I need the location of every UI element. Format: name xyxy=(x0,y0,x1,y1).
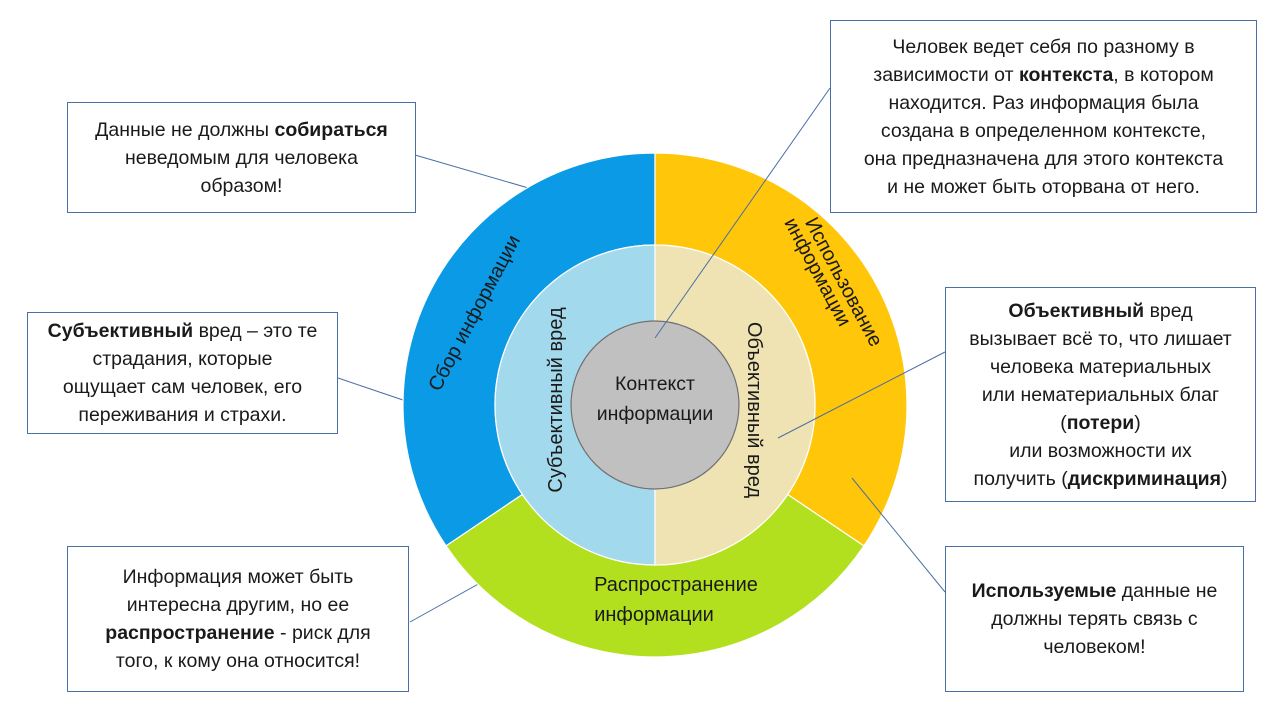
callout-distribution-text-3: - риск для xyxy=(274,622,371,644)
callout-distribution-text-1: Информация может быть xyxy=(122,566,354,588)
callout-context-text-6: и не может быть оторвана от него. xyxy=(887,175,1200,198)
callout-objective-emphasis-1: Объективный xyxy=(1008,299,1145,322)
callout-context-text-4: создана в определенном контексте, xyxy=(880,119,1207,142)
callout-objective-text-3: человека материальных xyxy=(989,355,1212,378)
callout-context-text-5: она предназначена для этого контекста xyxy=(863,147,1224,170)
outer-label-distribution-line2: информации xyxy=(594,604,714,626)
callout-usage-emphasis: Используемые xyxy=(971,580,1117,602)
callout-context-text-2a: зависимости от xyxy=(873,63,1019,86)
callout-objective-text-1: вред xyxy=(1144,299,1193,322)
callout-collection-text-2: неведомым для человека xyxy=(125,146,358,169)
inner-label-objective: Объективный вред xyxy=(743,322,765,498)
center-label-line1: Контекст xyxy=(615,373,695,395)
callout-objective-text-5c: ) xyxy=(1134,411,1141,434)
callout-context-text-3: находится. Раз информация была xyxy=(888,91,1199,114)
connector-lines-overlay xyxy=(654,87,946,593)
callout-usage-text-2: должны терять связь с xyxy=(991,608,1198,630)
callout-distribution: Информация может быть интересна другим, … xyxy=(67,546,409,692)
callout-subjective-text-4: переживания и страхи. xyxy=(78,404,287,426)
connector-usage xyxy=(851,477,946,593)
callout-usage-text-3: человеком! xyxy=(1043,636,1146,658)
callout-context-emphasis: контекста xyxy=(1018,63,1114,86)
callout-collection: Данные не должны собираться неведомым дл… xyxy=(67,102,416,213)
callout-subjective-emphasis: Субъективный xyxy=(47,320,194,342)
callout-context-text-1: Человек ведет себя по разному в xyxy=(892,35,1195,58)
callout-collection-text-1: Данные не должны xyxy=(95,118,275,141)
connector-objective xyxy=(777,351,946,439)
callout-subjective-text-2: страдания, которые xyxy=(92,348,273,370)
callout-context-text-2c: , в котором xyxy=(1113,63,1214,86)
callout-distribution-emphasis: распространение xyxy=(105,622,275,644)
callout-objective-emphasis-3: дискриминация xyxy=(1067,467,1221,490)
callout-usage: Используемые данные не должны терять свя… xyxy=(945,546,1244,692)
callout-usage-text-1: данные не xyxy=(1116,580,1218,602)
callout-objective-emphasis-2: потери xyxy=(1066,411,1135,434)
callout-objective-text-7a: получить ( xyxy=(973,467,1068,490)
callout-subjective: Субъективный вред – это те страдания, ко… xyxy=(27,312,338,434)
callout-collection-emphasis: собираться xyxy=(274,118,388,141)
callout-objective-text-4: или нематериальных благ xyxy=(981,383,1220,406)
callout-objective-text-6: или возможности их xyxy=(1009,439,1192,462)
callout-objective: Объективный вред вызывает всё то, что ли… xyxy=(945,287,1256,502)
callout-objective-text-5a: ( xyxy=(1060,411,1067,434)
inner-label-subjective: Субъективный вред xyxy=(545,307,567,493)
outer-label-distribution-line1: Распространение xyxy=(594,574,758,596)
center-circle xyxy=(570,320,740,490)
callout-distribution-text-2: интересна другим, но ее xyxy=(126,594,350,616)
callout-subjective-text-1: вред – это те xyxy=(193,320,318,342)
callout-context: Человек ведет себя по разному в зависимо… xyxy=(830,20,1257,213)
callout-subjective-text-3: ощущает сам человек, его xyxy=(62,376,303,398)
callout-objective-text-7c: ) xyxy=(1220,467,1228,490)
callout-distribution-text-4: того, к кому она относится! xyxy=(115,650,361,672)
callout-collection-text-3: образом! xyxy=(200,174,283,197)
connector-context xyxy=(654,87,831,339)
center-label-line2: информации xyxy=(597,403,714,425)
callout-objective-text-2: вызывает всё то, что лишает xyxy=(969,327,1232,350)
